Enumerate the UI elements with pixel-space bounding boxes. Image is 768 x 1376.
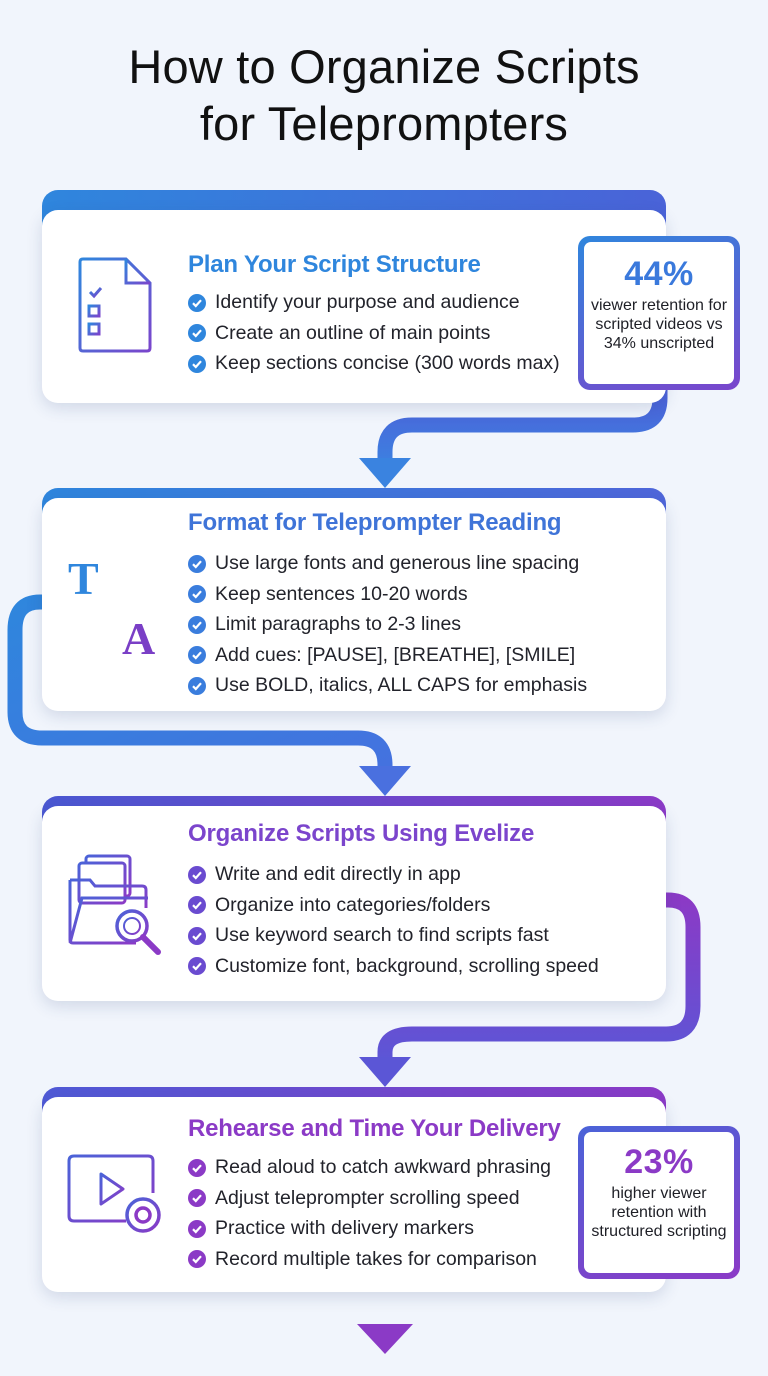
list-item-text: Keep sentences 10-20 words — [215, 582, 468, 605]
check-circle-icon — [188, 1250, 206, 1268]
list-item-text: Read aloud to catch awkward phrasing — [215, 1156, 552, 1178]
folder-search-icon — [68, 854, 161, 955]
list-item: Read aloud to catch awkward phrasing — [188, 1152, 551, 1183]
check-circle-icon — [188, 554, 206, 573]
stat-box-structured: 23% higher viewer retention with structu… — [578, 1126, 740, 1279]
list-item-text: Keep sections concise (300 words max) — [215, 352, 560, 374]
list-item: Practice with delivery markers — [188, 1213, 551, 1244]
step-heading: Organize Scripts Using Evelize — [188, 820, 535, 847]
check-circle-icon — [188, 585, 206, 603]
list-item-text: Create an outline of main points — [215, 321, 491, 344]
check-circle-icon — [188, 615, 206, 634]
check-circle-icon — [188, 957, 206, 975]
list-item-text: Use BOLD, italics, ALL CAPS for emphasis — [215, 674, 588, 696]
page-title: How to Organize Scripts for Teleprompter… — [0, 38, 768, 152]
svg-text:T: T — [68, 556, 99, 604]
connector-2-line — [7, 594, 393, 768]
list-item-text: Add cues: [PAUSE], [BREATHE], [SMILE] — [215, 643, 576, 666]
list-item-text: Adjust teleprompter scrolling speed — [215, 1186, 520, 1209]
step-list: Write and edit directly in app Organize … — [188, 859, 599, 981]
connector-1-line — [377, 388, 668, 462]
list-item: Record multiple takes for comparison — [188, 1244, 551, 1275]
list-item: Identify your purpose and audience — [188, 287, 560, 318]
list-item: Write and edit directly in app — [188, 859, 599, 890]
text-format-icon: T A — [68, 556, 166, 660]
connector-3-line — [377, 892, 701, 1060]
stat-value: 44% — [624, 255, 694, 293]
list-item-text: Record multiple takes for comparison — [215, 1247, 537, 1270]
list-item: Use large fonts and generous line spacin… — [188, 548, 587, 579]
list-item: Adjust teleprompter scrolling speed — [188, 1183, 551, 1214]
step-card-rehearse: Rehearse and Time Your Delivery Read alo… — [42, 1097, 666, 1292]
check-circle-icon — [188, 293, 206, 312]
list-item: Add cues: [PAUSE], [BREATHE], [SMILE] — [188, 640, 587, 671]
step-card-organize: Organize Scripts Using Evelize Write and… — [42, 806, 666, 1001]
svg-text:A: A — [122, 613, 155, 660]
step-card-format: T A Format for Teleprompter Reading Use … — [42, 498, 666, 711]
checklist-document-icon — [78, 257, 152, 353]
stat-value: 23% — [624, 1143, 694, 1181]
list-item-text: Organize into categories/folders — [215, 893, 491, 916]
list-item: Use BOLD, italics, ALL CAPS for emphasis — [188, 670, 587, 701]
check-circle-icon — [188, 865, 206, 884]
video-play-icon — [67, 1154, 161, 1233]
check-circle-icon — [188, 1219, 206, 1238]
check-circle-icon — [188, 896, 206, 914]
list-item-text: Write and edit directly in app — [215, 863, 461, 885]
list-item-text: Use large fonts and generous line spacin… — [215, 552, 580, 574]
title-line-1: How to Organize Scripts — [128, 40, 640, 93]
list-item: Limit paragraphs to 2-3 lines — [188, 609, 587, 640]
list-item: Use keyword search to find scripts fast — [188, 920, 599, 951]
list-item-text: Limit paragraphs to 2-3 lines — [215, 613, 462, 635]
stat-label: viewer retention for scripted videos vs … — [590, 297, 728, 352]
check-circle-icon — [188, 1189, 206, 1207]
check-circle-icon — [188, 354, 206, 373]
list-item: Customize font, background, scrolling sp… — [188, 951, 599, 982]
list-item: Create an outline of main points — [188, 318, 560, 349]
stat-box-retention: 44% viewer retention for scripted videos… — [578, 236, 740, 390]
step-list: Use large fonts and generous line spacin… — [188, 548, 587, 701]
list-item-text: Customize font, background, scrolling sp… — [215, 954, 599, 977]
check-circle-icon — [188, 324, 206, 342]
step-heading: Rehearse and Time Your Delivery — [188, 1115, 561, 1142]
step-card-plan: Plan Your Script Structure Identify your… — [42, 210, 666, 403]
title-line-2: for Teleprompters — [199, 97, 569, 150]
step-list: Read aloud to catch awkward phrasing Adj… — [188, 1152, 551, 1274]
check-circle-icon — [188, 1158, 206, 1177]
arrow-down-icon — [359, 1057, 411, 1087]
stat-label: higher viewer retention with structured … — [591, 1185, 727, 1240]
list-item: Keep sentences 10-20 words — [188, 579, 587, 610]
arrow-down-icon — [359, 458, 411, 488]
step-list: Identify your purpose and audience Creat… — [188, 287, 560, 379]
check-circle-icon — [188, 926, 206, 945]
list-item-text: Identify your purpose and audience — [215, 291, 520, 313]
check-circle-icon — [188, 646, 206, 664]
list-item: Keep sections concise (300 words max) — [188, 348, 560, 379]
check-circle-icon — [188, 676, 206, 695]
arrow-down-icon — [359, 766, 411, 796]
list-item-text: Practice with delivery markers — [215, 1217, 474, 1239]
arrow-down-icon — [357, 1324, 413, 1354]
list-item: Organize into categories/folders — [188, 890, 599, 921]
step-heading: Plan Your Script Structure — [188, 251, 481, 278]
list-item-text: Use keyword search to find scripts fast — [215, 924, 549, 946]
step-heading: Format for Teleprompter Reading — [188, 509, 562, 536]
